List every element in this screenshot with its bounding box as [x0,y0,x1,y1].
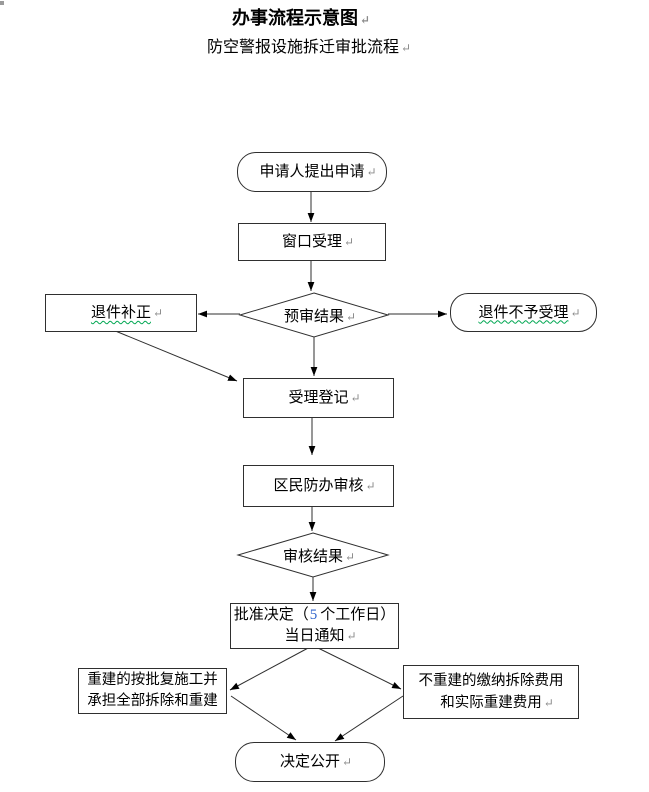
page-subtitle: 防空警报设施拆迁审批流程↵ [172,33,434,57]
return-mark: ↵ [365,479,376,493]
return-mark: ↵ [344,549,356,564]
no-rebuild-line2-text: 和实际重建费用 [440,695,542,711]
no-rebuild-line2: 和实际重建费用↵ [440,692,554,714]
node-rebuild-obligation: 重建的按批复施工并 承担全部拆除和重建 [78,668,227,714]
no-rebuild-line1: 不重建的缴纳拆除费用 [418,673,564,689]
arrow-returncorrect-to-register [112,329,238,382]
return-mark: ↵ [543,696,554,710]
node-return-correct-label: 退件补正 [90,305,151,321]
arrow-rebuild-to-publish [230,695,297,741]
corner-artifact [0,1,4,5]
approve-line1-suffix: 个工作日） [320,607,396,623]
return-mark: ↵ [350,391,361,405]
return-mark: ↵ [570,305,581,320]
return-mark: ↵ [345,309,357,324]
node-pre-review-label: 预审结果 [283,308,344,325]
node-review-result-label: 审核结果 [282,548,343,565]
page-title-text: 办事流程示意图 [231,8,358,28]
node-publish-label: 决定公开 [279,754,340,770]
page-title: 办事流程示意图↵ [170,4,420,30]
node-start-label: 申请人提出申请 [259,164,365,180]
return-mark: ↵ [343,235,355,249]
node-register-label: 受理登记 [288,390,349,406]
approve-working-days-number: 5 [309,607,318,623]
node-start: 申请人提出申请↵ [237,152,387,192]
node-civil-defense-review-label: 区民防办审核 [273,478,364,494]
rebuild-line2: 承担全部拆除和重建 [87,693,218,709]
node-reject: 退件不予受理↵ [450,293,597,332]
page-subtitle-text: 防空警报设施拆迁审批流程 [206,39,399,56]
node-no-rebuild-fees: 不重建的缴纳拆除费用 和实际重建费用↵ [403,665,579,719]
arrow-approve-to-rebuild [229,646,311,691]
node-register: 受理登记↵ [243,378,394,418]
node-window-label: 窗口受理 [281,234,342,250]
arrow-approve-to-norebuild [315,646,402,690]
approve-line2-text: 当日通知 [284,628,345,644]
node-reject-label: 退件不予受理 [478,304,569,321]
node-pre-review-result: 预审结果↵ [244,304,384,326]
node-window-acceptance: 窗口受理↵ [238,223,386,261]
node-civil-defense-review: 区民防办审核↵ [243,465,394,507]
approve-line1-prefix: 批准决定（ [233,607,309,623]
return-mark: ↵ [359,13,371,27]
return-mark: ↵ [346,629,357,643]
return-mark: ↵ [341,755,353,769]
node-return-correct: 退件补正↵ [45,294,197,332]
rebuild-line1: 重建的按批复施工并 [87,672,218,688]
return-mark: ↵ [366,165,377,179]
node-publish-decision: 决定公开↵ [235,742,385,782]
arrow-norebuild-to-publish [334,695,404,742]
return-mark: ↵ [400,41,412,55]
return-mark: ↵ [152,306,164,320]
approve-line2: 当日通知↵ [284,626,356,647]
node-review-result: 审核结果↵ [243,544,383,566]
